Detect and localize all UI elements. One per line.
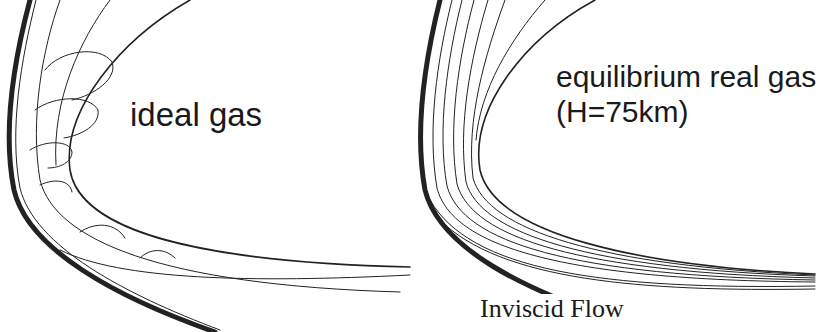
streamline xyxy=(36,0,400,292)
streamline xyxy=(60,250,410,279)
real-gas-flow-field xyxy=(421,0,815,318)
shock-wave xyxy=(9,0,215,332)
streamline xyxy=(472,0,815,275)
streamline xyxy=(476,0,545,140)
contour-line xyxy=(40,181,72,192)
sonic-loop xyxy=(45,52,113,100)
streamline xyxy=(56,0,110,165)
gas-model-label: equilibrium real gas (H=75km) xyxy=(556,60,818,129)
figure-caption: Inviscid Flow xyxy=(478,294,626,324)
body-contour xyxy=(69,0,410,267)
streamline xyxy=(454,0,815,278)
shock-wave xyxy=(421,0,610,318)
sonic-loop xyxy=(30,143,72,168)
streamline xyxy=(463,0,815,276)
gas-model-label: ideal gas xyxy=(130,96,360,134)
streamline xyxy=(433,0,815,282)
ideal-gas-flow-field xyxy=(9,0,410,332)
streamline xyxy=(440,220,815,289)
streamline xyxy=(430,200,815,286)
sonic-loop xyxy=(35,99,98,138)
contour-line xyxy=(80,225,125,238)
body-contour xyxy=(479,0,815,274)
contour-line xyxy=(140,251,175,259)
streamline xyxy=(443,0,815,280)
shock-wave-edge xyxy=(16,0,220,330)
